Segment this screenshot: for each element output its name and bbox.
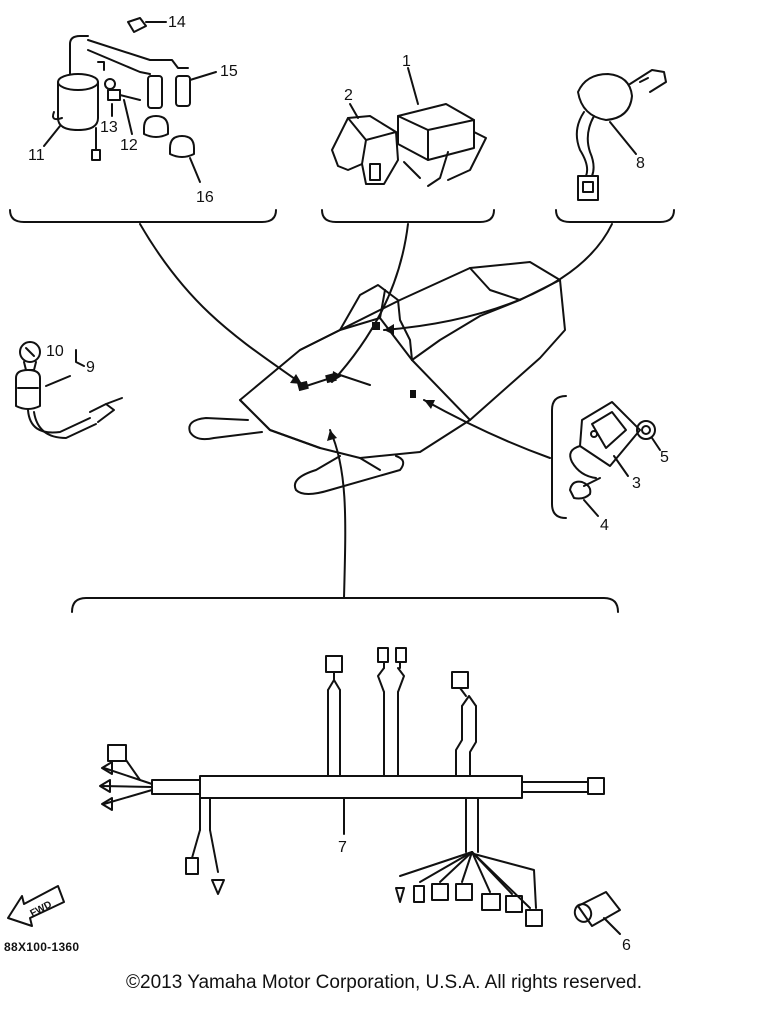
connector-cap — [573, 891, 621, 935]
callout-3: 3 — [632, 475, 641, 492]
callout-11: 11 — [28, 147, 45, 164]
pickup-coil-nut — [636, 420, 656, 440]
callout-12: 12 — [120, 137, 138, 154]
bracket-wire-harness-group — [71, 597, 619, 613]
high-tension-cords — [87, 39, 166, 75]
plug-caps — [147, 59, 191, 109]
wire-harness — [99, 647, 605, 927]
leader-harness-to-machine — [329, 429, 347, 599]
callout-leaders-cdi-group — [349, 67, 419, 119]
callout-5: 5 — [660, 449, 669, 466]
callout-7: 7 — [338, 839, 347, 856]
leader-pickup-to-machine — [423, 399, 551, 459]
part-code: 88X100-1360 — [4, 940, 80, 954]
callout-8: 8 — [636, 155, 645, 172]
callout-4: 4 — [600, 517, 609, 534]
main-switch — [575, 69, 667, 201]
leader-cdi-to-machine — [331, 223, 409, 383]
pickup-coil — [569, 401, 641, 479]
bracket-ignition-coil-group — [9, 209, 277, 223]
callout-6: 6 — [622, 937, 631, 954]
ignition-coil — [52, 35, 101, 161]
bracket-main-switch-group — [555, 209, 675, 223]
callout-leaders-pickup — [583, 437, 661, 517]
callout-2: 2 — [344, 87, 353, 104]
leader-coil-to-machine — [139, 223, 303, 385]
rectifier-regulator — [331, 115, 421, 185]
callout-1: 1 — [402, 53, 411, 70]
bracket-cdi-group — [321, 209, 495, 223]
fwd-arrow-icon — [7, 885, 65, 927]
callout-14: 14 — [168, 14, 186, 31]
leader-switch-to-machine — [383, 223, 613, 331]
pickup-coil-screw — [569, 477, 601, 500]
cord-clip — [127, 17, 147, 33]
taillight-socket — [15, 369, 123, 439]
callout-16: 16 — [196, 189, 214, 206]
coil-bolt — [107, 89, 141, 101]
callout-leaders-taillight — [45, 349, 85, 387]
bracket-pickup-coil-group — [551, 395, 567, 519]
callout-9: 9 — [86, 359, 95, 376]
callout-13: 13 — [100, 119, 118, 136]
callout-10: 10 — [46, 343, 64, 360]
cdi-unit — [397, 103, 487, 187]
callout-15: 15 — [220, 63, 238, 80]
taillight-bulb — [19, 341, 41, 371]
copyright-notice: ©2013 Yamaha Motor Corporation, U.S.A. A… — [126, 972, 642, 993]
fwd-label: FWD — [28, 899, 53, 919]
callout-leaders-coil-group — [43, 21, 217, 183]
snowmobile-body — [188, 261, 566, 495]
callout-leader-8 — [609, 121, 637, 155]
coil-dampers — [143, 115, 195, 158]
coil-washer — [104, 78, 116, 90]
